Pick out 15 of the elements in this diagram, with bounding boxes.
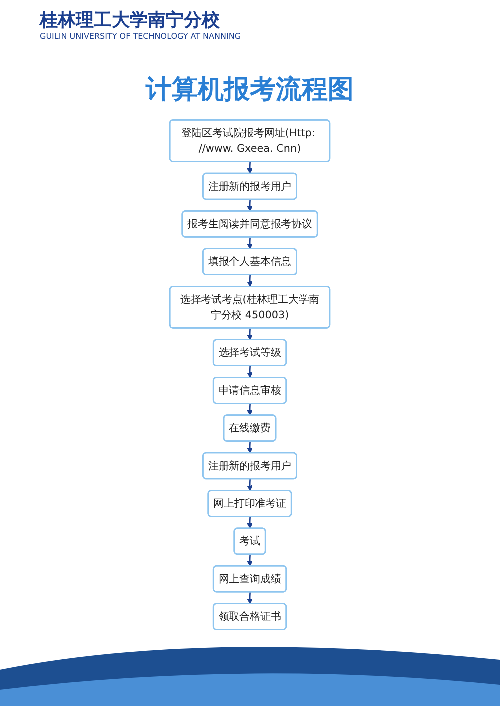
arrow (247, 554, 253, 567)
arrow (247, 328, 253, 340)
arrow (247, 200, 253, 212)
arrow (247, 592, 253, 604)
school-name: 桂林理工大学南宁分校 (40, 9, 221, 32)
arrow (247, 404, 253, 416)
arrow (247, 442, 253, 454)
school-name-english: GUILIN UNIVERSITY OF TECHNOLOGY AT NANNING (40, 32, 242, 41)
arrow (247, 237, 253, 250)
arrow (247, 275, 253, 288)
arrow (247, 516, 253, 529)
arrow (247, 366, 253, 378)
arrow (247, 162, 253, 174)
arrow (247, 479, 253, 492)
diagram-title: 计算机报考流程图 (144, 74, 355, 107)
